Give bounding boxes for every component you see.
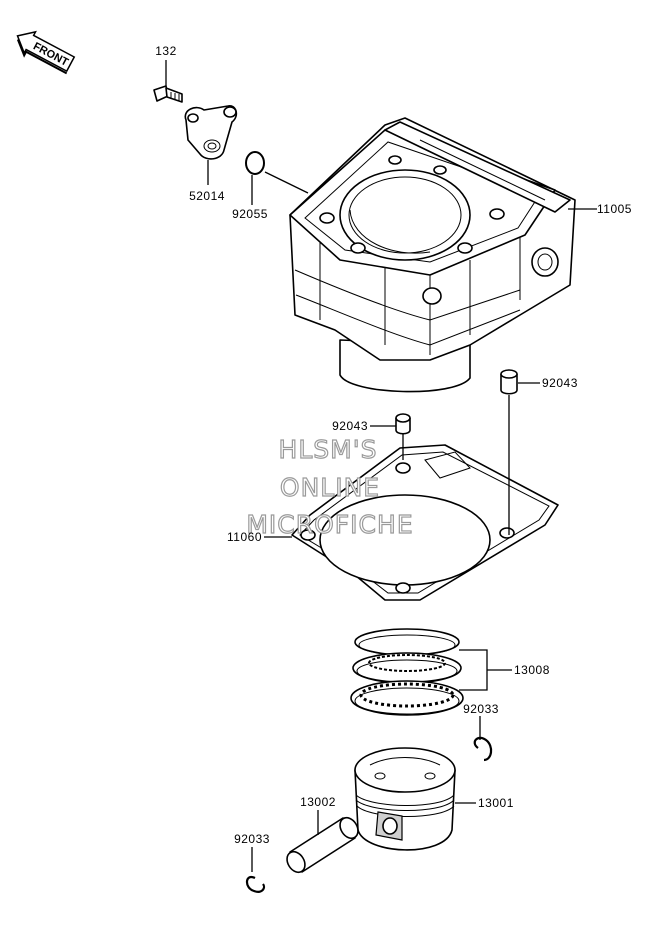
circlip-left-part <box>245 875 266 893</box>
label-piston: 13001 <box>478 796 514 810</box>
leader-lines <box>165 60 597 872</box>
cylinder-gasket-part <box>291 444 559 601</box>
piston-part <box>354 747 456 851</box>
label-o-ring: 92055 <box>232 207 268 221</box>
label-dowel-right: 92043 <box>542 376 578 390</box>
watermark-line-2: ONLINE <box>280 473 380 502</box>
label-piston-pin: 13002 <box>300 795 336 809</box>
label-circlip-left: 92033 <box>234 832 270 846</box>
watermark: HLSM'S ONLINE MICROFICHE <box>246 434 413 539</box>
label-circlip-right: 92033 <box>463 702 499 716</box>
label-fitting: 52014 <box>189 189 225 203</box>
part-number-labels: 132 52014 92055 11005 92043 92043 11060 … <box>155 44 632 846</box>
label-dowel-left: 92043 <box>332 419 368 433</box>
label-cylinder: 11005 <box>597 202 632 216</box>
o-ring-part <box>245 151 265 175</box>
watermark-line-1: HLSM'S <box>279 435 378 464</box>
label-ring-set: 13008 <box>514 663 550 677</box>
watermark-line-3: MICROFICHE <box>246 510 413 539</box>
label-gasket: 11060 <box>227 530 262 544</box>
circlip-right-part <box>473 736 493 762</box>
label-bolt: 132 <box>155 44 177 58</box>
water-fitting-part <box>184 105 238 160</box>
piston-ring-set-part <box>350 628 464 716</box>
dowel-pin-left-part <box>395 413 411 435</box>
cylinder-part <box>289 117 576 393</box>
bolt-part <box>153 85 183 103</box>
dowel-pin-right-part <box>500 369 518 395</box>
piston-pin-part <box>286 816 359 874</box>
front-arrow-icon: FRONT <box>16 30 76 75</box>
